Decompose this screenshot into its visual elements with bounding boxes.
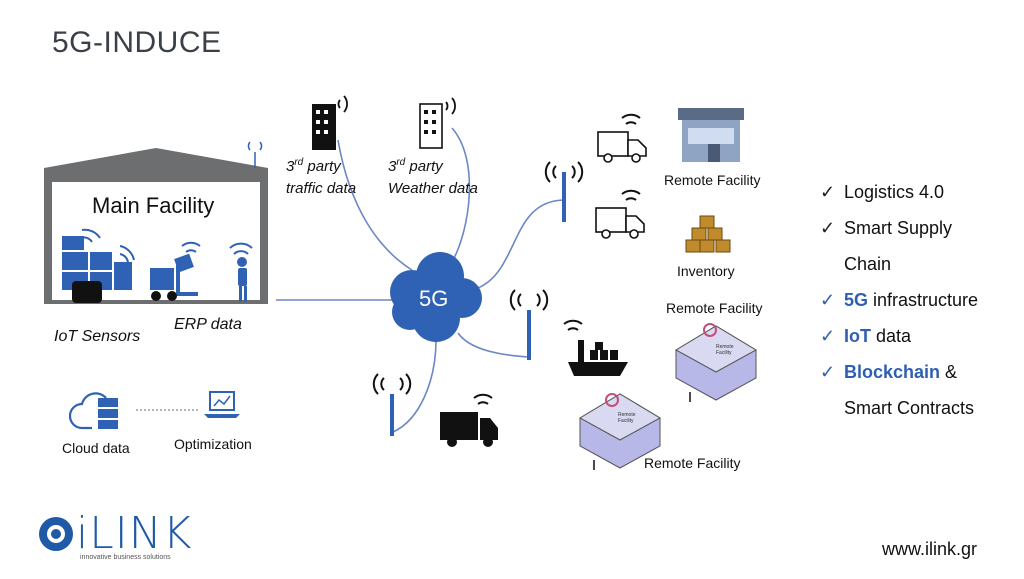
feature-item: ✓5G infrastructure: [820, 290, 979, 310]
remote-facility-store-icon: [678, 108, 744, 162]
ship-wifi-icon: [563, 319, 583, 331]
5g-hub-label: 5G: [419, 286, 449, 311]
link-weather-data: [451, 127, 471, 263]
feature-item: ✓Logistics 4.0: [820, 182, 945, 202]
remote-facility-mid-label: Remote Facility: [666, 300, 763, 316]
network-links: [276, 127, 566, 433]
traffic-building-windows: [316, 110, 328, 134]
truck-top-icon: [597, 131, 647, 163]
feature-item: ✓Smart Supply: [820, 218, 953, 238]
weather-data-label: 3rd party Weather data: [388, 157, 478, 197]
worker-icon: [237, 257, 247, 302]
weather-building-windows: [424, 110, 436, 134]
remote-facility-top-label: Remote Facility: [664, 172, 761, 188]
inventory-boxes-icon: [685, 215, 731, 253]
link-traffic-data: [337, 139, 413, 271]
remote-facility-house-bottom-icon: [578, 393, 662, 470]
server-stack-icon: [98, 398, 118, 429]
forklift-wifi-icon: [181, 241, 201, 253]
traffic-data-label: 3rd party traffic data: [286, 157, 357, 197]
iot-sensors-label: IoT Sensors: [54, 328, 141, 345]
antenna-mid-icon: [509, 289, 549, 360]
ship-icon: [568, 340, 628, 376]
feature-item: ✓IoT data: [820, 326, 912, 346]
feature-item: Chain: [844, 254, 892, 274]
optimization-label: Optimization: [174, 436, 252, 452]
worker-wifi-icon: [229, 242, 253, 255]
truck-bottom-icon: [440, 412, 498, 447]
iot-sensor-boxes-icon: [62, 236, 132, 303]
5g-cloud-icon: [390, 252, 482, 342]
main-facility-label: Main Facility: [92, 193, 215, 218]
remote-facility-bottom-label: Remote Facility: [644, 455, 741, 471]
website-url: www.ilink.gr: [882, 539, 978, 559]
antenna-bottom-icon: [372, 373, 412, 436]
antenna-top-icon: [544, 161, 584, 222]
iot-wifi-icon: [79, 228, 135, 263]
truck-mid-wifi-icon: [621, 189, 641, 201]
link-antenna-mid: [457, 332, 529, 358]
weather-building-icon: [419, 103, 443, 149]
link-antenna-top: [477, 199, 566, 289]
laptop-icon: [204, 391, 240, 418]
forklift-icon: [150, 253, 198, 301]
truck-top-wifi-icon: [621, 113, 641, 125]
feature-item: ✓Blockchain &: [820, 362, 958, 382]
cloud-data-label: Cloud data: [62, 440, 130, 456]
house-sign-mid: Remote Facility: [716, 344, 734, 356]
weather-signal-icon: [445, 97, 456, 115]
ilink-logo-text: iLINK: [76, 508, 193, 559]
facility-antenna-icon: [247, 141, 263, 168]
remote-facility-house-mid-icon: [674, 323, 758, 402]
inventory-label: Inventory: [677, 263, 735, 279]
feature-item: Smart Contracts: [844, 398, 975, 418]
truck-bottom-wifi-icon: [473, 393, 493, 405]
house-sign-bottom: Remote Facility: [618, 412, 636, 424]
traffic-signal-icon: [337, 95, 348, 113]
main-facility-building: [44, 148, 268, 304]
page-title: 5G-INDUCE: [52, 26, 222, 59]
truck-mid-icon: [595, 207, 645, 239]
erp-data-label: ERP data: [174, 316, 242, 333]
cloud-data-icon: [68, 392, 107, 430]
ilink-tagline: innovative business solutions: [80, 554, 171, 561]
link-antenna-bottom: [392, 339, 437, 433]
feature-list: ✓Logistics 4.0 ✓Smart Supply Chain ✓5G i…: [820, 174, 978, 426]
ilink-logo-mark-icon: [39, 517, 73, 551]
